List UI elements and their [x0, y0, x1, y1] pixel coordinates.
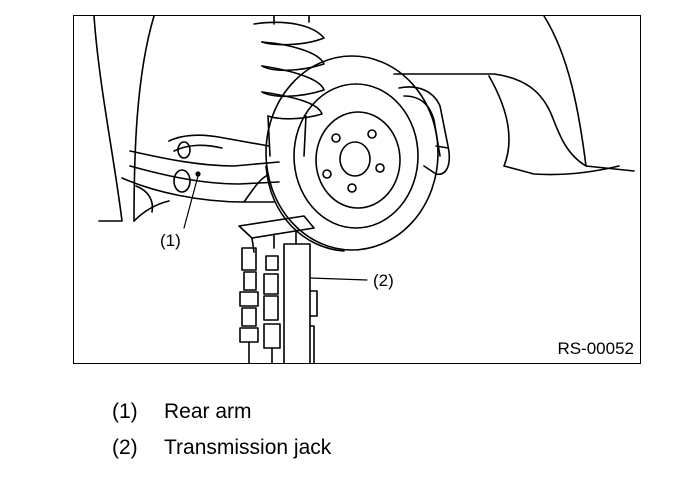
transmission-jack	[238, 215, 318, 363]
brake-caliper	[398, 86, 451, 175]
legend-item: (1) Rear arm	[112, 394, 331, 430]
legend: (1) Rear arm (2) Transmission jack	[112, 394, 331, 466]
callout-2: (2)	[373, 271, 394, 290]
left-body-outline	[93, 16, 170, 222]
brake-disc	[265, 55, 439, 252]
legend-item-label: Transmission jack	[164, 436, 332, 459]
rear-arm	[121, 134, 280, 213]
figure-code: RS-00052	[557, 339, 634, 358]
legend-item: (2) Transmission jack	[112, 430, 331, 466]
figure-frame: (1) (2) RS-00052	[73, 15, 641, 364]
leader-line-1	[183, 175, 199, 229]
callout-1: (1)	[160, 231, 181, 250]
legend-item-number: (2)	[112, 436, 138, 459]
coil-spring	[253, 16, 325, 157]
legend-item-label: Rear arm	[164, 400, 252, 423]
leader-line-2	[309, 277, 368, 281]
body-panel	[393, 16, 635, 176]
leader-lines	[183, 171, 368, 281]
legend-item-number: (1)	[112, 400, 138, 423]
rear-suspension-illustration	[93, 16, 635, 363]
